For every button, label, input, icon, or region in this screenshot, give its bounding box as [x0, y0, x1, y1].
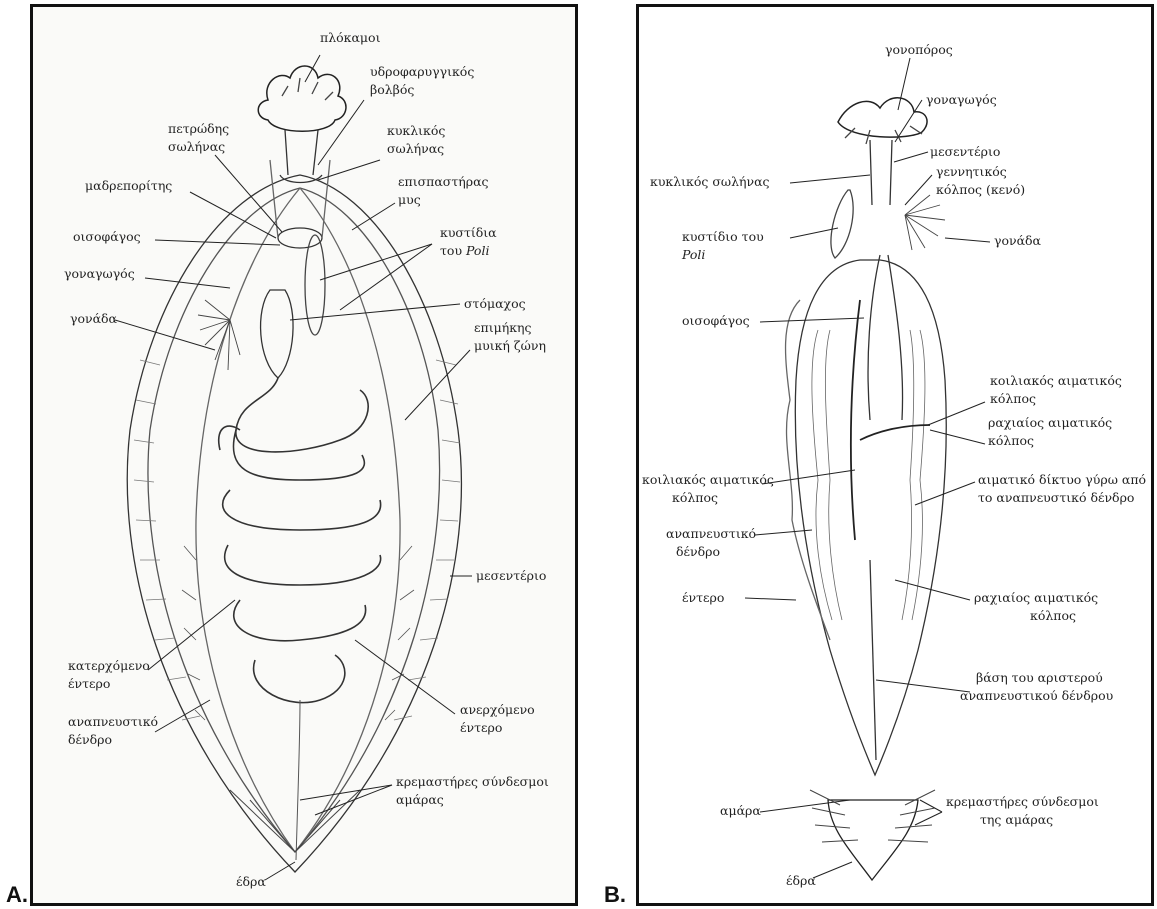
label-a-mesenterio: μεσεντέριο [476, 568, 546, 583]
label-a-anerchomeno-1: ανερχόμενο [460, 702, 535, 717]
label-a-petrodis-1: πετρώδης [168, 121, 229, 136]
stomach [261, 290, 294, 378]
label-a-kremastires-1: κρεμαστήρες σύνδεσμοι [396, 774, 549, 789]
body-wall-inner [148, 188, 440, 852]
label-a-plokamoi: πλόκαμοι [320, 30, 381, 45]
label-a-kystidia-2: του Poli [440, 243, 489, 258]
label-a-kremastires-2: αμάρας [396, 792, 444, 807]
label-a-ydrofaryggikos-2: βολβός [370, 82, 414, 97]
label-a-ydrofaryggikos-1: υδροφαρυγγικός [370, 64, 474, 79]
label-a-epimikis-1: επιμήκης [474, 320, 532, 335]
tentacles [258, 66, 346, 131]
label-a-kystidia-1: κυστίδια [440, 225, 497, 240]
label-a-oisofagos: οισοφάγος [73, 229, 141, 244]
label-a-katerchomeno-2: έντερο [68, 676, 110, 691]
panel-a-labels: πλόκαμοι υδροφαρυγγικός βολβός πετρώδης … [64, 30, 549, 889]
label-a-epispastiras-2: μυς [398, 192, 421, 207]
label-a-madreporitis: μαδρεπορίτης [85, 178, 172, 193]
label-a-stomachos: στόμαχος [464, 296, 526, 311]
panel-b-frame [636, 4, 1154, 906]
label-a-epimikis-2: μυική ζώνη [474, 338, 546, 353]
label-a-anapneustiko-2: δένδρο [68, 732, 112, 747]
intestine-loops [219, 378, 381, 860]
label-a-anapneustiko-1: αναπνευστικό [68, 714, 158, 729]
label-a-kyklikos-2: σωλήνας [387, 141, 444, 156]
respiratory-tree [182, 546, 414, 720]
label-a-katerchomeno-1: κατερχόμενο [68, 658, 150, 673]
label-a-petrodis-2: σωλήνας [168, 139, 225, 154]
label-a-gonada: γονάδα [70, 311, 118, 326]
label-a-kystidia-2b: Poli [465, 243, 489, 258]
label-a-anerchomeno-2: έντερο [460, 720, 502, 735]
panel-b-letter: B. [604, 882, 626, 908]
label-a-kystidia-2a: του [440, 243, 462, 258]
label-a-edra: έδρα [236, 874, 266, 889]
label-a-epispastiras-1: επισπαστήρας [398, 174, 489, 189]
body-wall-outer [127, 175, 461, 872]
label-a-kyklikos-1: κυκλικός [387, 123, 445, 138]
label-a-gonagogos: γοναγωγός [64, 266, 135, 281]
